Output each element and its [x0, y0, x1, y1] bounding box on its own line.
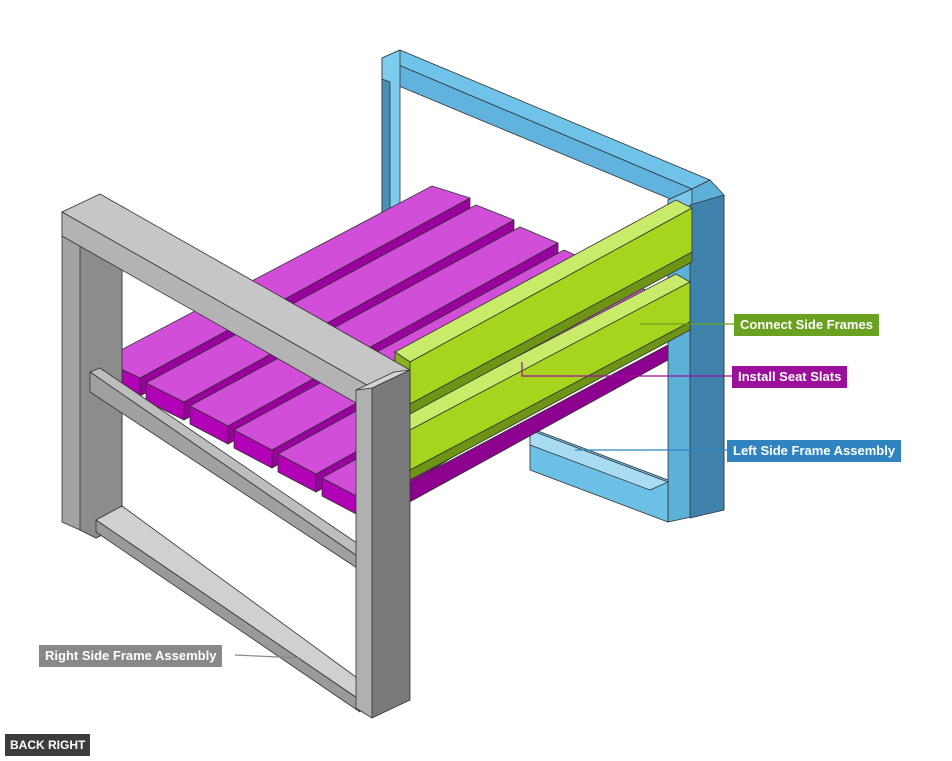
callout-right-side-frame: Right Side Frame Assembly [39, 645, 223, 667]
right-side-frame [61, 193, 411, 719]
callout-install-seat-slats: Install Seat Slats [732, 366, 848, 388]
view-orientation-badge: BACK RIGHT [5, 734, 91, 756]
callout-left-side-frame: Left Side Frame Assembly [727, 440, 902, 462]
callout-connect-side-frames: Connect Side Frames [734, 314, 879, 336]
leader-right-side-frame [234, 654, 301, 659]
leader-install-seat-slats [521, 362, 734, 377]
